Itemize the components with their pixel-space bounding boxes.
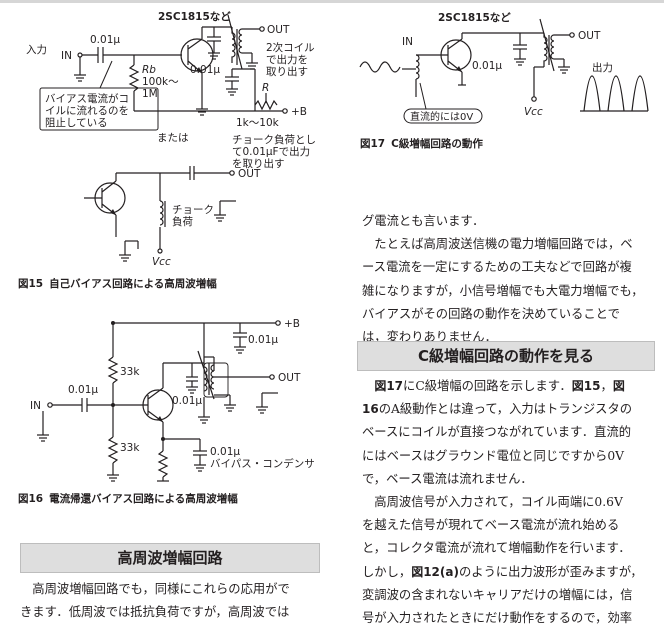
fig15-choke-label-2: 負荷 [172, 216, 193, 228]
fig15-r-value: 1k〜10k [236, 117, 280, 129]
section-heading-class-c: C級増幅回路の動作を見る [357, 341, 655, 371]
fig15-rb-value2: 1M [142, 88, 158, 100]
fig15-bias-note-3: 阻止している [45, 117, 108, 129]
fig16-cap-top-label: 0.01μ [248, 334, 278, 346]
fig16-caption: 図16 電流帰還バイアス回路による高周波増幅 [18, 491, 238, 506]
fig15-input-label: 入力 [26, 43, 47, 56]
fig17-caption-text: C級増幅回路の動作 [391, 138, 483, 150]
class-c-line-5: で，ベース電流は流れません． [362, 471, 533, 486]
class-c-line-6: 高周波信号が入力されて，コイル両端に0.6V [362, 495, 623, 510]
right-line-6: は，変わりありません． [362, 330, 497, 345]
fig17-output-label: 出力 [592, 61, 613, 74]
fig16-out-label: OUT [278, 372, 301, 384]
fig17-cap-label: 0.01μ [472, 60, 502, 72]
ref-fig16-part1: 図 [612, 379, 625, 393]
right-body-text-top: グ電流とも言います． たとえば高周波送信機の電力増幅回路では，ベ ース電流を一定… [362, 210, 662, 349]
class-c-line-1a: にC級増幅の回路を示します． [403, 379, 572, 393]
fig15-in-label: IN [61, 50, 72, 62]
left-line-2: きます．低周波では抵抗負荷ですが，高周波では [20, 605, 290, 620]
class-c-line-9a: しかし， [362, 564, 412, 579]
right-line-3: ース電流を一定にするための工夫などで回路が複 [362, 260, 632, 275]
fig17-caption-number: 図17 [360, 138, 386, 150]
fig15-out-label: OUT [267, 24, 290, 36]
fig15-circuit: 2SC1815など OUT 入力 IN 0.01μ Rb 100k〜 1M 0.… [26, 10, 316, 268]
fig16-bypass-label: バイパス・コンデンサ [210, 457, 315, 470]
fig15-bias-note-2: イルに流れるのを [45, 104, 129, 117]
class-c-line-1: 図17にC級増幅の回路を示します．図15，図 [362, 375, 662, 398]
fig15-coil-note-1: 2次コイル [266, 41, 315, 54]
fig15-cap1-label: 0.01μ [90, 34, 120, 46]
ref-fig16-part2: 16 [362, 402, 379, 417]
fig17-transistor-label: 2SC1815など [438, 11, 511, 24]
fig15-choke-note-1: チョーク負荷とし [232, 134, 316, 146]
fig15-cap2-label: 0.01μ [190, 64, 220, 76]
class-c-line-2a: のA級動作とは違って，入力はトランジスタの [378, 402, 633, 417]
fig15-choke-note-3: を取り出す [232, 157, 285, 170]
class-c-line-7: を越えた信号が現れてベース電流が流れ始める [362, 518, 620, 533]
fig17-caption: 図17 C級増幅回路の動作 [360, 136, 483, 151]
fig15-coil-note-2: で出力を [266, 53, 308, 66]
fig15-plusb-label: +B [291, 106, 307, 118]
class-c-line-11: 号が入力されたときにだけ動作をするので，効率 [362, 611, 633, 626]
top-rule [0, 0, 664, 3]
fig15-caption-number: 図15 [18, 278, 44, 290]
fig16-circuit: +B 0.01μ 33k OUT 0.01μ 0.01μ IN 33k 0.01… [30, 318, 315, 482]
class-c-line-2: 16のA級動作とは違って，入力はトランジスタの [362, 398, 662, 421]
fig16-r-bot-label: 33k [120, 442, 140, 454]
fig16-cap-mid-label: 0.01μ [172, 395, 202, 407]
right-line-5: バイアスがその回路の動作を決めていることで [362, 306, 620, 321]
fig17-circuit: 2SC1815など OUT 0.01μ IN 出力 直流的には0V Vcc [359, 11, 649, 124]
ref-fig12a: 図12(a) [411, 564, 459, 579]
fig17-out-label: OUT [578, 30, 601, 42]
fig16-caption-number: 図16 [18, 493, 44, 505]
right-line-2: たとえば高周波送信機の電力増幅回路では，ベ [362, 237, 633, 252]
fig15-bias-note-1: バイアス電流がコ [45, 92, 129, 105]
fig15-vcc-label: Vcc [152, 256, 171, 268]
ref-fig17: 図17 [374, 379, 404, 393]
fig15-caption-text: 自己バイアス回路による高周波増幅 [49, 278, 217, 290]
fig15-choke-note-2: て0.01μFで出力 [232, 145, 310, 158]
right-line-1: グ電流とも言います． [362, 214, 485, 228]
right-body-text-bottom: 図17にC級増幅の回路を示します．図15，図 16のA級動作とは違って，入力はト… [362, 375, 662, 630]
left-body-text: 高周波増幅回路でも，同様にこれらの応用がで きます．低周波では抵抗負荷ですが，高… [20, 578, 332, 624]
fig15-rb-value1: 100k〜 [142, 76, 179, 88]
class-c-line-4: にはベースはグラウンド電位と同じですから0V [362, 448, 625, 463]
fig16-caption-text: 電流帰還バイアス回路による高周波増幅 [49, 493, 238, 505]
ref-fig15: 図15 [571, 379, 601, 393]
right-line-4: 雑になりますが，小信号増幅でも大電力増幅でも， [362, 283, 644, 298]
class-c-line-10: 変調波の含まれないキャリアだけの増幅には，信 [362, 587, 633, 602]
fig15-transistor-label: 2SC1815など [158, 10, 231, 23]
fig17-dc-note: 直流的には0V [410, 110, 473, 123]
class-c-line-9: しかし，図12(a)のように出力波形が歪みますが， [362, 561, 662, 584]
fig16-plusb-label: +B [284, 318, 300, 330]
class-c-line-8: と，コレクタ電流が流れて増幅動作を行います． [362, 541, 631, 556]
left-line-1: 高周波増幅回路でも，同様にこれらの応用がで [20, 582, 290, 596]
fig15-caption: 図15 自己バイアス回路による高周波増幅 [18, 276, 217, 291]
class-c-line-9b: のように出力波形が歪みますが， [458, 564, 643, 579]
fig17-vcc-label: Vcc [524, 106, 543, 118]
fig15-choke-label-1: チョーク [172, 204, 214, 216]
fig15-out2-label: OUT [238, 168, 261, 180]
section-heading-rf-amp: 高周波増幅回路 [20, 543, 320, 573]
fig16-in-label: IN [30, 400, 41, 412]
fig15-r-label: R [262, 82, 269, 94]
fig16-cap-in-label: 0.01μ [68, 384, 98, 396]
class-c-line-3: ベースにコイルが直接つながれています．直流的 [362, 425, 632, 440]
fig15-coil-note-3: 取り出す [266, 65, 308, 78]
fig16-r-top-label: 33k [120, 366, 140, 378]
class-c-line-1b: ， [600, 379, 613, 393]
fig15-rb-label: Rb [142, 64, 156, 76]
fig17-in-label: IN [402, 36, 413, 48]
fig15-or-label: または [157, 132, 189, 144]
fig16-cap-bypass-label: 0.01μ [210, 446, 240, 458]
